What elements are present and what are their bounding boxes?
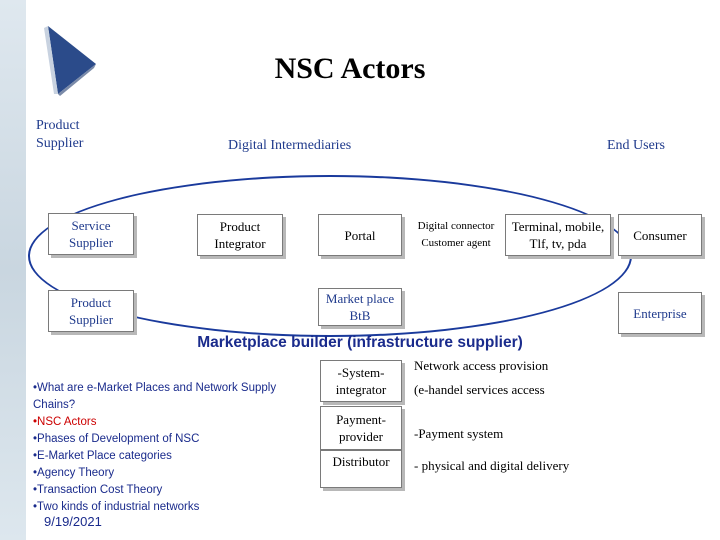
product-supplier-label: Product Supplier bbox=[68, 295, 114, 327]
terminal-box: Terminal, mobile, Tlf, tv, pda bbox=[505, 214, 611, 256]
payment-system-text: -Payment system bbox=[414, 426, 504, 441]
portal-label: Portal bbox=[344, 227, 376, 243]
ehandel-text: (e-handel services access bbox=[414, 382, 545, 397]
topic-item[interactable]: •What are e-Market Places and Network Su… bbox=[33, 382, 277, 411]
digital-connector-label: Digital connector bbox=[417, 220, 495, 232]
distributor-box: Distributor bbox=[320, 450, 402, 488]
service-supplier-box: Service Supplier bbox=[48, 213, 134, 255]
system-integrator-label: -System-integrator bbox=[335, 365, 387, 397]
slide-date: 9/19/2021 bbox=[44, 514, 102, 529]
terminal-label: Terminal, mobile, bbox=[511, 219, 605, 234]
marketplace-builder-heading: Marketplace builder (infrastructure supp… bbox=[197, 334, 523, 351]
page-title: NSC Actors bbox=[274, 52, 426, 85]
service-supplier-label: Service Supplier bbox=[68, 218, 114, 250]
network-access-text: Network access provision bbox=[414, 358, 549, 373]
distributor-label: Distributor bbox=[332, 454, 390, 469]
marketplace-box: Market place BtB bbox=[318, 288, 402, 326]
product-supplier-box: Product Supplier bbox=[48, 290, 134, 332]
consumer-box: Consumer bbox=[618, 214, 702, 256]
column-label-end-users: End Users bbox=[607, 138, 665, 153]
slide-arrow-logo-icon bbox=[44, 26, 96, 96]
product-integrator-box: Product Integrator bbox=[197, 214, 283, 256]
topic-item[interactable]: •Phases of Development of NSC bbox=[33, 433, 200, 445]
terminal-sub-label: Tlf, tv, pda bbox=[529, 236, 587, 251]
marketplace-sub-label: BtB bbox=[349, 308, 371, 323]
enterprise-box: Enterprise bbox=[618, 292, 702, 334]
delivery-text: - physical and digital delivery bbox=[414, 458, 570, 473]
topic-item[interactable]: •E-Market Place categories bbox=[33, 450, 172, 462]
digital-connector-box: Digital connector Customer agent bbox=[410, 218, 502, 252]
enterprise-label: Enterprise bbox=[633, 305, 687, 321]
portal-box: Portal bbox=[318, 214, 402, 256]
topic-item[interactable]: •Two kinds of industrial networks bbox=[33, 501, 200, 513]
column-label-digital-intermediaries: Digital Intermediaries bbox=[228, 138, 352, 153]
topic-list: •What are e-Market Places and Network Su… bbox=[33, 380, 283, 516]
side-decoration-strip bbox=[0, 0, 26, 540]
system-integrator-box: -System-integrator bbox=[320, 360, 402, 402]
topic-item[interactable]: •Agency Theory bbox=[33, 467, 115, 479]
payment-provider-box: Payment-provider bbox=[320, 406, 402, 450]
column-label-product-supplier: Product Supplier bbox=[36, 118, 84, 151]
topic-item-active[interactable]: •NSC Actors bbox=[33, 416, 97, 428]
marketplace-label: Market place bbox=[325, 291, 395, 306]
payment-provider-label: Payment-provider bbox=[336, 412, 386, 444]
customer-agent-label: Customer agent bbox=[421, 237, 491, 249]
product-integrator-label: Product Integrator bbox=[214, 219, 266, 251]
consumer-label: Consumer bbox=[633, 227, 687, 243]
topic-item[interactable]: •Transaction Cost Theory bbox=[33, 484, 163, 496]
